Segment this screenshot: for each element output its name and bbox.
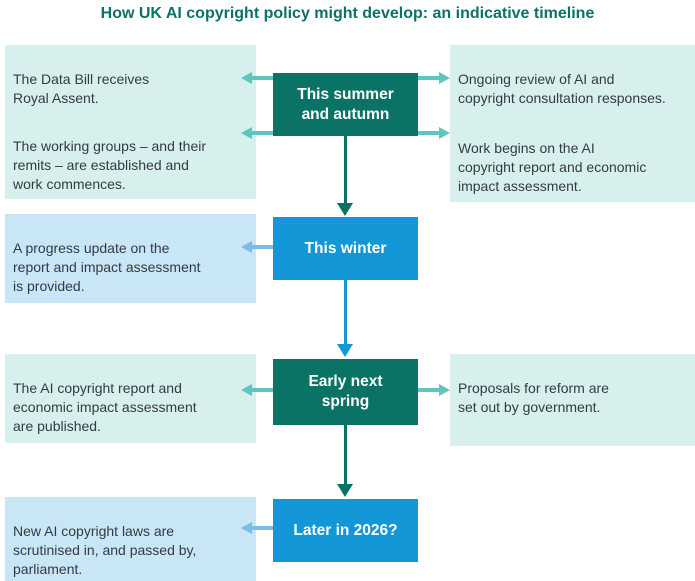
- arrow-head: [241, 241, 252, 253]
- arrow-head: [337, 203, 353, 216]
- arrow-stem: [418, 76, 440, 80]
- diagram-title: How UK AI copyright policy might develop…: [100, 5, 595, 22]
- milestone-later-2026: Later in 2026?: [273, 499, 418, 562]
- arrow-head: [241, 522, 252, 534]
- arrow-stem: [251, 76, 273, 80]
- arrow-head: [241, 127, 252, 139]
- event-report-work-begins: Work begins on the AI copyright report a…: [450, 114, 695, 202]
- milestone-label: This summer and autumn: [297, 85, 394, 123]
- milestone-label: Early next spring: [308, 373, 383, 410]
- arrow-head: [241, 72, 252, 84]
- arrow-head: [439, 72, 450, 84]
- down-arrow-icon-summer-to-winter: [337, 136, 353, 216]
- event-text: Proposals for reform are set out by gove…: [458, 380, 609, 415]
- left-arrow-icon-working-groups: [241, 127, 273, 139]
- arrow-stem: [251, 388, 273, 392]
- left-arrow-icon-data-bill: [241, 72, 273, 84]
- left-arrow-icon-progress-update: [241, 241, 273, 253]
- event-text: Ongoing review of AI and copyright consu…: [458, 71, 666, 106]
- event-progress-update: A progress update on the report and impa…: [5, 214, 256, 303]
- arrow-stem: [418, 131, 440, 135]
- milestone-winter: This winter: [273, 217, 418, 280]
- event-text: Work begins on the AI copyright report a…: [458, 140, 647, 194]
- arrow-head: [241, 384, 252, 396]
- event-data-bill-royal-assent: The Data Bill receives Royal Assent.: [5, 45, 256, 117]
- event-text: New AI copyright laws are scrutinised in…: [13, 523, 197, 577]
- arrow-stem: [343, 425, 347, 485]
- right-arrow-icon-report-begins: [418, 127, 450, 139]
- right-arrow-icon-reform-proposals: [418, 384, 450, 396]
- arrow-head: [337, 344, 353, 357]
- arrow-stem: [418, 388, 440, 392]
- arrow-stem: [251, 131, 273, 135]
- event-new-laws-passed: New AI copyright laws are scrutinised in…: [5, 497, 256, 581]
- milestone-spring: Early next spring: [273, 359, 418, 425]
- arrow-head: [439, 384, 450, 396]
- right-arrow-icon-consultation: [418, 72, 450, 84]
- event-text: The AI copyright report and economic imp…: [13, 380, 197, 434]
- event-text: The Data Bill receives Royal Assent.: [13, 71, 150, 106]
- event-reform-proposals: Proposals for reform are set out by gove…: [450, 354, 695, 446]
- event-working-groups-established: The working groups – and their remits – …: [5, 112, 256, 199]
- milestone-label: Later in 2026?: [293, 521, 398, 539]
- event-consultation-review: Ongoing review of AI and copyright consu…: [450, 45, 695, 117]
- arrow-head: [439, 127, 450, 139]
- arrow-stem: [251, 245, 273, 249]
- event-report-published: The AI copyright report and economic imp…: [5, 354, 256, 443]
- left-arrow-icon-new-laws: [241, 522, 273, 534]
- down-arrow-icon-spring-to-2026: [337, 425, 353, 497]
- arrow-stem: [343, 280, 347, 345]
- milestone-label: This winter: [304, 239, 387, 257]
- down-arrow-icon-winter-to-spring: [337, 280, 353, 357]
- left-arrow-icon-report-published: [241, 384, 273, 396]
- arrow-stem: [251, 526, 273, 530]
- event-text: The working groups – and their remits – …: [13, 138, 206, 192]
- event-text: A progress update on the report and impa…: [13, 240, 201, 294]
- milestone-summer-autumn: This summer and autumn: [273, 73, 418, 136]
- arrow-head: [337, 484, 353, 497]
- arrow-stem: [343, 136, 347, 204]
